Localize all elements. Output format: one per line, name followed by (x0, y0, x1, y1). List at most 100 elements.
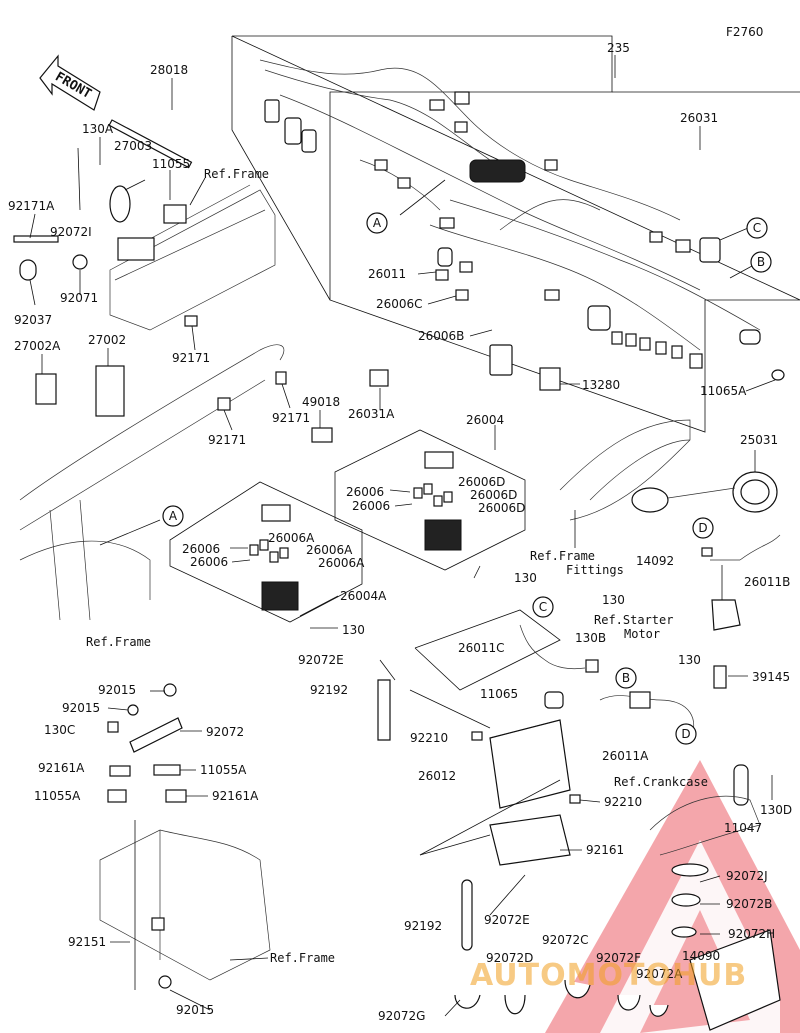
label-92015-2: 92015 (62, 701, 100, 715)
label-92072I: 92072I (50, 225, 92, 239)
center-frame-drawing (19, 344, 389, 621)
label-92171-3: 92171 (208, 433, 246, 447)
label-92037: 92037 (14, 313, 52, 327)
label-26006-4: 26006 (190, 555, 228, 569)
label-130D: 130D (760, 803, 792, 817)
label-130A: 130A (82, 122, 114, 136)
label-92072: 92072 (206, 725, 244, 739)
label-92072H: 92072H (728, 927, 775, 941)
label-92072D: 92072D (486, 951, 533, 965)
label-11065: 11065 (480, 687, 518, 701)
label-26004A: 26004A (340, 589, 387, 603)
label-25031: 25031 (740, 433, 778, 447)
label-11047: 11047 (724, 821, 762, 835)
leader-lines (29, 55, 776, 629)
label-27002: 27002 (88, 333, 126, 347)
part-number-labels: F2760 235 26031 28018 130A 27003 11055 R… (8, 25, 792, 1023)
label-92210-2: 92210 (604, 795, 642, 809)
label-92015-3: 92015 (176, 1003, 214, 1017)
battery-harness (377, 609, 727, 866)
label-26006-2: 26006 (352, 499, 390, 513)
label-11055A-1: 11055A (200, 763, 247, 777)
ref-frame-1: Ref.Frame (204, 167, 269, 181)
callout-markers: A C B A D C B D (162, 212, 772, 745)
label-26006A-3: 26006A (318, 556, 365, 570)
label-235: 235 (607, 41, 630, 55)
label-28018: 28018 (150, 63, 188, 77)
label-49018: 49018 (302, 395, 340, 409)
bracket-set-drawing (99, 683, 271, 990)
label-11065A: 11065A (700, 384, 747, 398)
label-26011B: 26011B (744, 575, 790, 589)
label-92192-2: 92192 (404, 919, 442, 933)
label-130-4: 130 (678, 653, 701, 667)
label-leaders (107, 675, 748, 1017)
label-13280: 13280 (582, 378, 620, 392)
label-92072B: 92072B (726, 897, 772, 911)
label-92072C: 92072C (542, 933, 589, 947)
label-26006-1: 26006 (346, 485, 384, 499)
ref-frame-3: Ref.Frame (270, 951, 335, 965)
callout-C-1: C (753, 221, 761, 235)
label-11055: 11055 (152, 157, 190, 171)
label-26006-3: 26006 (182, 542, 220, 556)
label-92072A: 92072A (636, 967, 683, 981)
label-92171A: 92171A (8, 199, 55, 213)
frame-fittings-drawing (559, 419, 778, 548)
ref-starter-1: Ref.Starter (594, 613, 673, 627)
callout-C-2: C (539, 600, 547, 614)
label-130B: 130B (575, 631, 606, 645)
label-92072G: 92072G (378, 1009, 425, 1023)
label-26006B: 26006B (418, 329, 464, 343)
label-92015-1: 92015 (98, 683, 136, 697)
label-130C: 130C (44, 723, 75, 737)
label-26006C: 26006C (376, 297, 423, 311)
label-11055A-2: 11055A (34, 789, 81, 803)
label-130-1: 130 (514, 571, 537, 585)
label-92171-1: 92171 (172, 351, 210, 365)
callout-A-2: A (169, 509, 178, 523)
label-92151: 92151 (68, 935, 106, 949)
clamps-row (454, 874, 781, 1031)
label-26011A: 26011A (602, 749, 649, 763)
label-14090: 14090 (682, 949, 720, 963)
label-26012: 26012 (418, 769, 456, 783)
figure-code: F2760 (726, 25, 763, 39)
label-130-3: 130 (602, 593, 625, 607)
callout-D-2: D (681, 727, 690, 741)
watermark-text: AUTOMOTOHUB (470, 958, 747, 993)
label-92072E-1: 92072E (298, 653, 344, 667)
front-arrow: FRONT (39, 54, 101, 111)
label-92072F: 92072F (596, 951, 641, 965)
ref-crankcase: Ref.Crankcase (614, 775, 708, 789)
label-26006D-3: 26006D (478, 501, 525, 515)
label-27003: 27003 (114, 139, 152, 153)
label-92161A-1: 92161A (38, 761, 85, 775)
label-92072E-2: 92072E (484, 913, 530, 927)
label-92072J: 92072J (726, 869, 768, 883)
fuse-box-26004 (334, 429, 526, 571)
label-14092: 14092 (636, 554, 674, 568)
wiring-harness-26031 (259, 59, 785, 391)
callout-B-1: B (757, 255, 765, 269)
label-92210-1: 92210 (410, 731, 448, 745)
label-92171-2: 92171 (272, 411, 310, 425)
label-26031: 26031 (680, 111, 718, 125)
label-26004: 26004 (466, 413, 504, 427)
crankcase-drawing (649, 764, 773, 938)
ref-frame-fittings-1: Ref.Frame (530, 549, 595, 563)
watermark-label: AUTOMOTOHUB (470, 958, 747, 993)
label-92192-1: 92192 (310, 683, 348, 697)
callout-B-2: B (622, 671, 630, 685)
label-39145: 39145 (752, 670, 790, 684)
label-26011: 26011 (368, 267, 406, 281)
label-26006D-2: 26006D (470, 488, 517, 502)
callout-A-1: A (373, 216, 382, 230)
label-26031A: 26031A (348, 407, 395, 421)
ref-frame-2: Ref.Frame (86, 635, 151, 649)
callout-D-1: D (698, 521, 707, 535)
label-26011C: 26011C (458, 641, 505, 655)
label-92161: 92161 (586, 843, 624, 857)
